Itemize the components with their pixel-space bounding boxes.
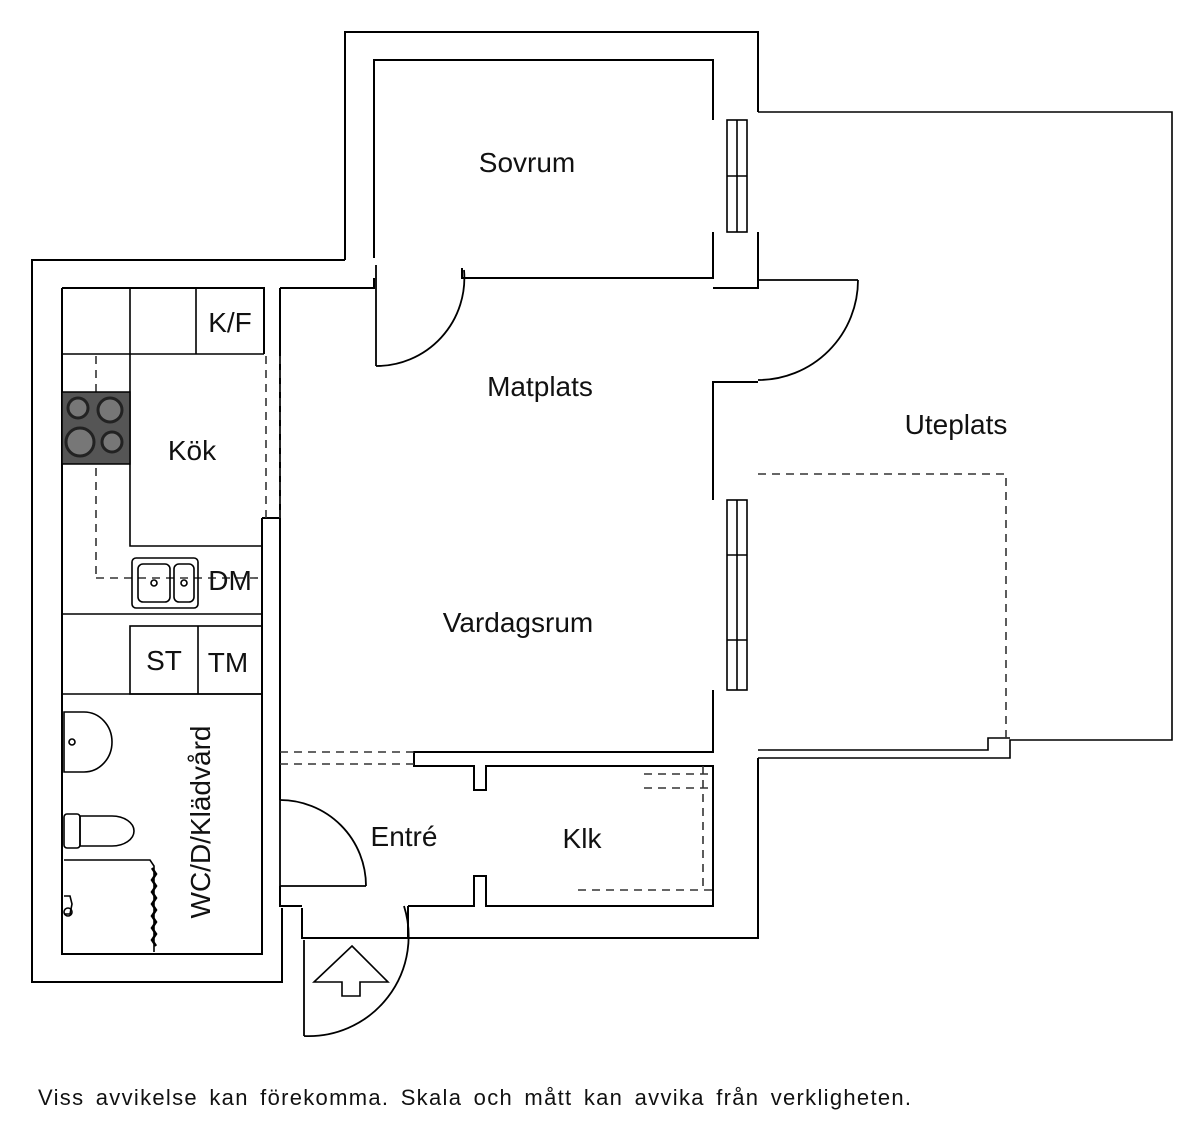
window-sovrum: [726, 119, 748, 233]
label-matplats: Matplats: [487, 371, 593, 402]
entrance-arrow-icon: [311, 944, 390, 997]
label-wc: WC/D/Klädvård: [185, 726, 216, 919]
stove-icon: [61, 391, 131, 465]
dashed-lines: [95, 356, 713, 891]
washbasin-icon: [63, 711, 113, 773]
label-st: ST: [146, 645, 182, 676]
door-wc: [279, 799, 367, 887]
label-kf: K/F: [208, 307, 252, 338]
label-klk: Klk: [563, 823, 603, 854]
shower-icon: [63, 859, 158, 952]
terrace-outline: [758, 111, 1173, 759]
label-kok: Kök: [168, 435, 217, 466]
window-vardagsrum: [726, 499, 748, 691]
label-vardagsrum: Vardagsrum: [443, 607, 593, 638]
door-entrance: [303, 905, 410, 1037]
outer-walls: [31, 31, 759, 983]
door-uteplats: [757, 279, 859, 381]
sink-icon: [131, 557, 199, 609]
door-sovrum: [375, 265, 466, 367]
label-entre: Entré: [371, 821, 438, 852]
label-dm: DM: [208, 565, 252, 596]
label-uteplats: Uteplats: [905, 409, 1008, 440]
toilet-icon: [63, 813, 135, 849]
label-tm: TM: [208, 647, 248, 678]
label-sovrum: Sovrum: [479, 147, 575, 178]
disclaimer-text: Viss avvikelse kan förekomma. Skala och …: [38, 1085, 913, 1110]
kitchen-cabinets: [62, 288, 264, 695]
